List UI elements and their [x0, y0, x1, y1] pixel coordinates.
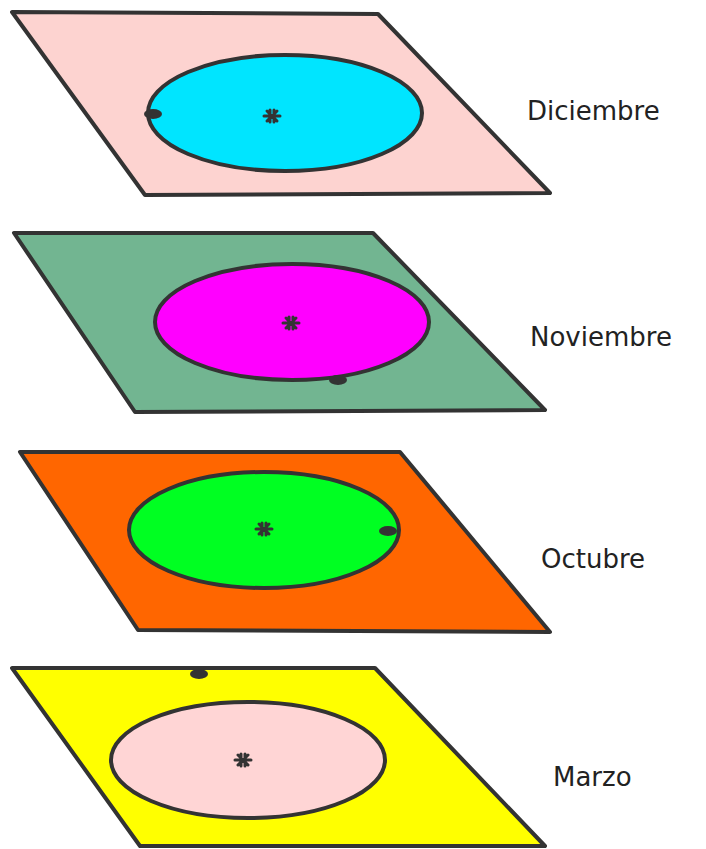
orbit [129, 472, 399, 588]
sun [264, 110, 280, 122]
orbit [148, 55, 422, 171]
month-label: Noviembre [530, 322, 672, 353]
plane [20, 452, 550, 632]
plane [12, 12, 550, 195]
plane [12, 668, 545, 846]
plane [14, 233, 545, 412]
month-label: Octubre [541, 544, 645, 575]
month-label: Diciembre [527, 96, 660, 127]
planet [329, 375, 347, 385]
planet [144, 109, 162, 119]
sun [256, 523, 272, 535]
planet [379, 526, 397, 536]
planet [190, 669, 208, 679]
sun [283, 317, 299, 329]
orbit [155, 264, 429, 380]
orbit [111, 702, 385, 818]
sun [235, 754, 251, 766]
month-label: Marzo [553, 762, 632, 793]
